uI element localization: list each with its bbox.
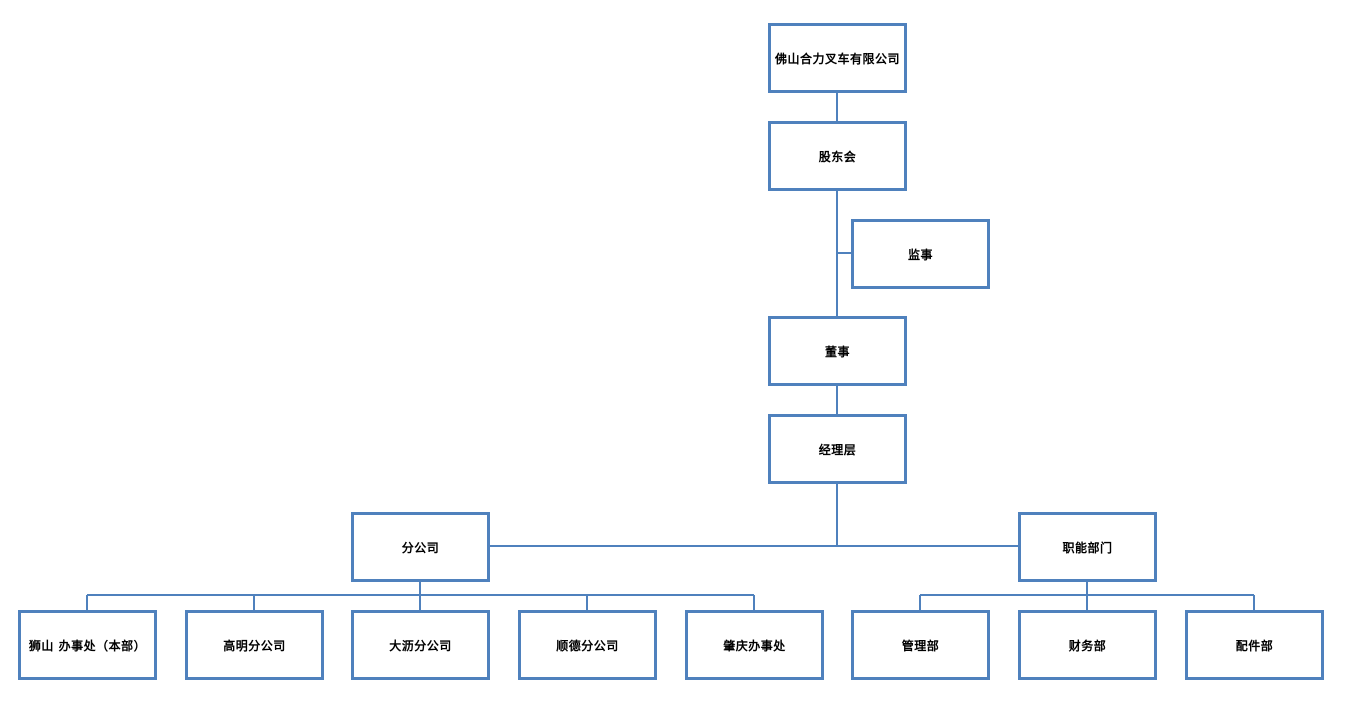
node-dept-management: 管理部 (851, 610, 990, 680)
node-dept-label: 管理部 (901, 638, 940, 653)
node-dept-label: 配件部 (1235, 638, 1274, 653)
node-branch-shunde: 顺德分公司 (518, 610, 657, 680)
node-board-label: 董事 (824, 344, 850, 359)
node-management-label: 经理层 (818, 442, 857, 457)
node-board: 董事 (768, 316, 907, 386)
node-shareholders: 股东会 (768, 121, 907, 191)
node-functional-departments: 职能部门 (1018, 512, 1157, 582)
node-branch-label: 狮山 办事处（本部） (28, 638, 147, 653)
node-branches-label: 分公司 (401, 540, 440, 555)
node-branch-shishan: 狮山 办事处（本部） (18, 610, 157, 680)
node-supervisor-label: 监事 (907, 247, 933, 262)
node-branch-gaoming: 高明分公司 (185, 610, 324, 680)
node-company-label: 佛山合力叉车有限公司 (774, 51, 900, 66)
node-branches: 分公司 (351, 512, 490, 582)
node-branch-label: 大沥分公司 (389, 638, 452, 653)
node-branch-zhaoqing: 肇庆办事处 (685, 610, 824, 680)
node-dept-finance: 财务部 (1018, 610, 1157, 680)
node-management: 经理层 (768, 414, 907, 484)
node-dept-parts: 配件部 (1185, 610, 1324, 680)
node-branch-label: 高明分公司 (223, 638, 286, 653)
node-shareholders-label: 股东会 (818, 149, 857, 164)
node-company: 佛山合力叉车有限公司 (768, 23, 907, 93)
node-branch-label: 肇庆办事处 (723, 638, 786, 653)
node-dept-label: 财务部 (1068, 638, 1107, 653)
node-functional-departments-label: 职能部门 (1062, 540, 1113, 555)
node-supervisor: 监事 (851, 219, 990, 289)
node-branch-dali: 大沥分公司 (351, 610, 490, 680)
node-branch-label: 顺德分公司 (556, 638, 619, 653)
